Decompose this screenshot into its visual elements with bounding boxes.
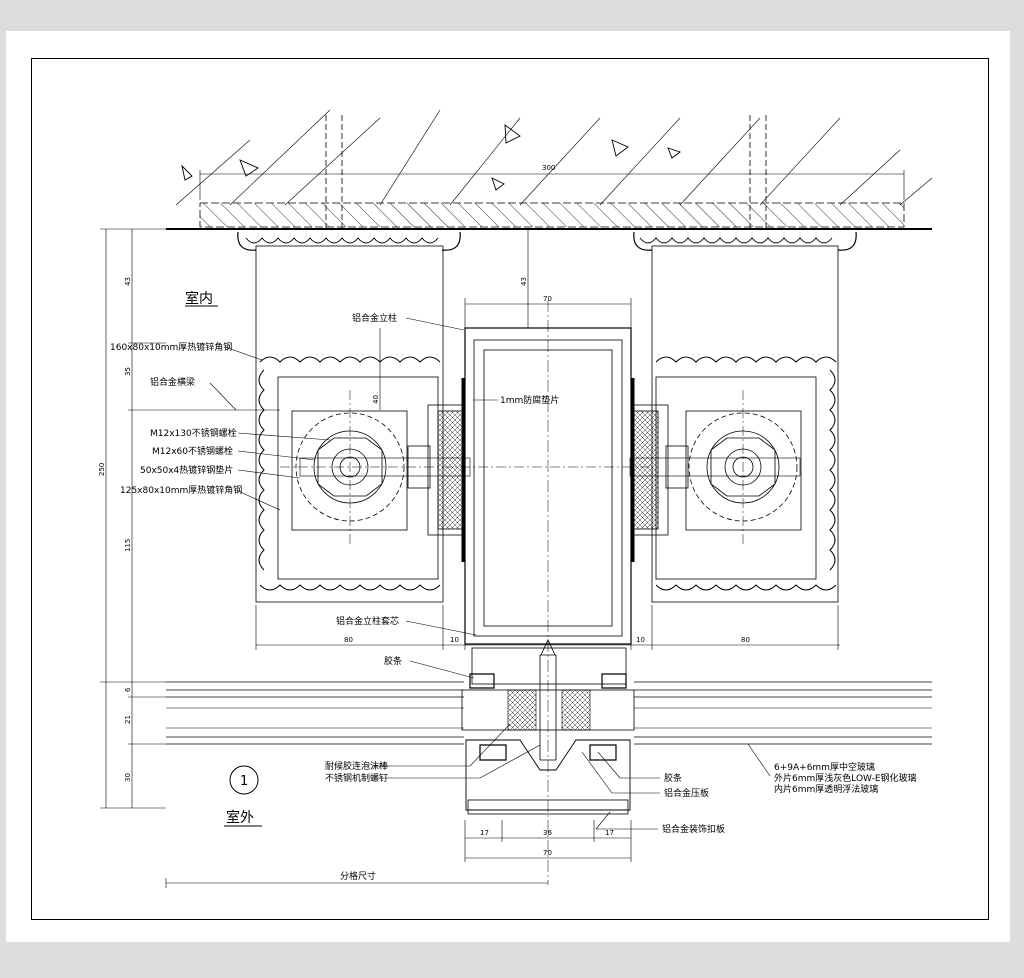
label-angle-steel-160: 160x80x10mm厚热镀锌角钢 bbox=[110, 341, 232, 353]
label-glass-2: 外片6mm厚浅灰色LOW-E钢化玻璃 bbox=[774, 772, 917, 784]
label-glass-3: 内片6mm厚透明浮法玻璃 bbox=[774, 783, 878, 795]
label-sealant-foam: 耐候胶连泡沫棒 bbox=[325, 760, 388, 772]
room-inside-label: 室内 bbox=[185, 290, 213, 307]
dim-10-right: 10 bbox=[636, 636, 645, 644]
concrete-slab bbox=[166, 109, 933, 230]
label-mullion-core: 铝合金立柱套芯 bbox=[336, 615, 399, 627]
dim-115: 115 bbox=[124, 539, 132, 552]
dim-21: 21 bbox=[124, 715, 132, 724]
label-mullion: 铝合金立柱 bbox=[352, 312, 397, 324]
label-rubber-strip-left: 胶条 bbox=[384, 655, 402, 667]
dim-250: 250 bbox=[98, 463, 106, 476]
drawing-sheet bbox=[6, 31, 1010, 942]
label-screw: 不锈钢机制螺钉 bbox=[325, 772, 388, 784]
dim-30: 30 bbox=[124, 773, 132, 782]
dim-300: 300 bbox=[542, 164, 555, 172]
dim-35: 35 bbox=[124, 367, 132, 376]
label-transom: 铝合金横梁 bbox=[150, 376, 195, 388]
drawing-frame bbox=[31, 58, 989, 920]
dim-70-bottom: 70 bbox=[543, 849, 552, 857]
dim-43-left: 43 bbox=[124, 277, 132, 286]
label-grid-size: 分格尺寸 bbox=[340, 870, 376, 882]
label-washer: 50x50x4热镀锌钢垫片 bbox=[140, 464, 233, 476]
label-cover-plate: 铝合金装饰扣板 bbox=[662, 823, 725, 835]
dim-80-right: 80 bbox=[741, 636, 750, 644]
dimension-300 bbox=[199, 170, 905, 200]
label-pressure-plate: 铝合金压板 bbox=[664, 787, 709, 799]
label-anticorrosion-pad: 1mm防腐垫片 bbox=[500, 394, 559, 406]
label-bolt-m12x60: M12x60不锈钢螺栓 bbox=[152, 445, 233, 457]
room-outside-label: 室外 bbox=[226, 809, 254, 826]
dim-10-left: 10 bbox=[450, 636, 459, 644]
glass-panes bbox=[166, 681, 932, 745]
detail-number: 1 bbox=[240, 774, 248, 789]
dim-17-left: 17 bbox=[480, 829, 489, 837]
dim-70-top: 70 bbox=[543, 295, 552, 303]
mullion bbox=[461, 300, 635, 885]
detail-circle bbox=[229, 765, 259, 795]
left-bracket bbox=[237, 231, 650, 603]
dim-6: 6 bbox=[124, 687, 132, 692]
right-bracket bbox=[629, 231, 857, 603]
label-bolt-m12x130: M12x130不锈钢螺栓 bbox=[150, 427, 237, 439]
dim-17-right: 17 bbox=[605, 829, 614, 837]
label-rubber-strip-right: 胶条 bbox=[664, 772, 682, 784]
leader-lines bbox=[209, 317, 771, 830]
dim-40: 40 bbox=[372, 395, 380, 404]
dim-80-left: 80 bbox=[344, 636, 353, 644]
dim-36: 36 bbox=[543, 829, 552, 837]
label-glass-1: 6+9A+6mm厚中空玻璃 bbox=[774, 761, 875, 773]
dimension-lines bbox=[100, 228, 840, 888]
label-angle-steel-125: 125x80x10mm厚热镀锌角钢 bbox=[120, 484, 242, 496]
dim-43-mid: 43 bbox=[520, 277, 528, 286]
